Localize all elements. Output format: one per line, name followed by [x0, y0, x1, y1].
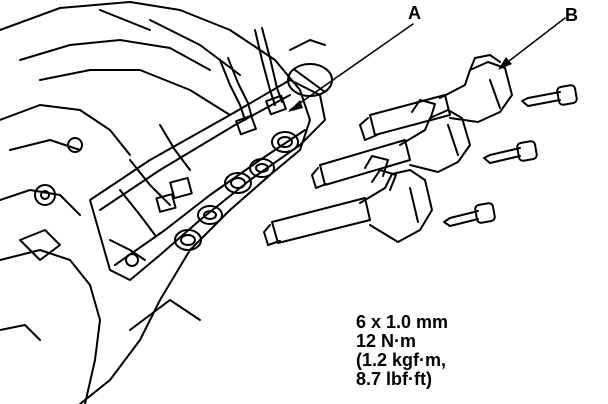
bolt-size: 6 x 1.0 mm: [356, 312, 449, 332]
spark-plug-wells: [174, 131, 299, 251]
torque-lbfft: 8.7 lbf·ft): [356, 369, 432, 389]
mounting-bolts: [443, 84, 578, 227]
torque-spec: 6 x 1.0 mm 12 N·m (1.2 kgf·m, 8.7 lbf·ft…: [356, 313, 448, 389]
leader-lines: [289, 17, 566, 111]
callout-b: B: [565, 5, 578, 25]
ignition-coil-1: [359, 54, 513, 141]
cylinder-head: [0, 1, 311, 404]
ignition-coil-3: [263, 169, 433, 246]
leader-arrowheads: [288, 57, 512, 112]
wiring-harness: [109, 27, 333, 267]
torque-nm: 12 N·m: [356, 331, 417, 351]
torque-kgfm: (1.2 kgf·m,: [356, 350, 447, 370]
callout-a: A: [408, 3, 421, 23]
ignition-coil-2: [311, 109, 471, 189]
head-cover: [89, 79, 326, 281]
